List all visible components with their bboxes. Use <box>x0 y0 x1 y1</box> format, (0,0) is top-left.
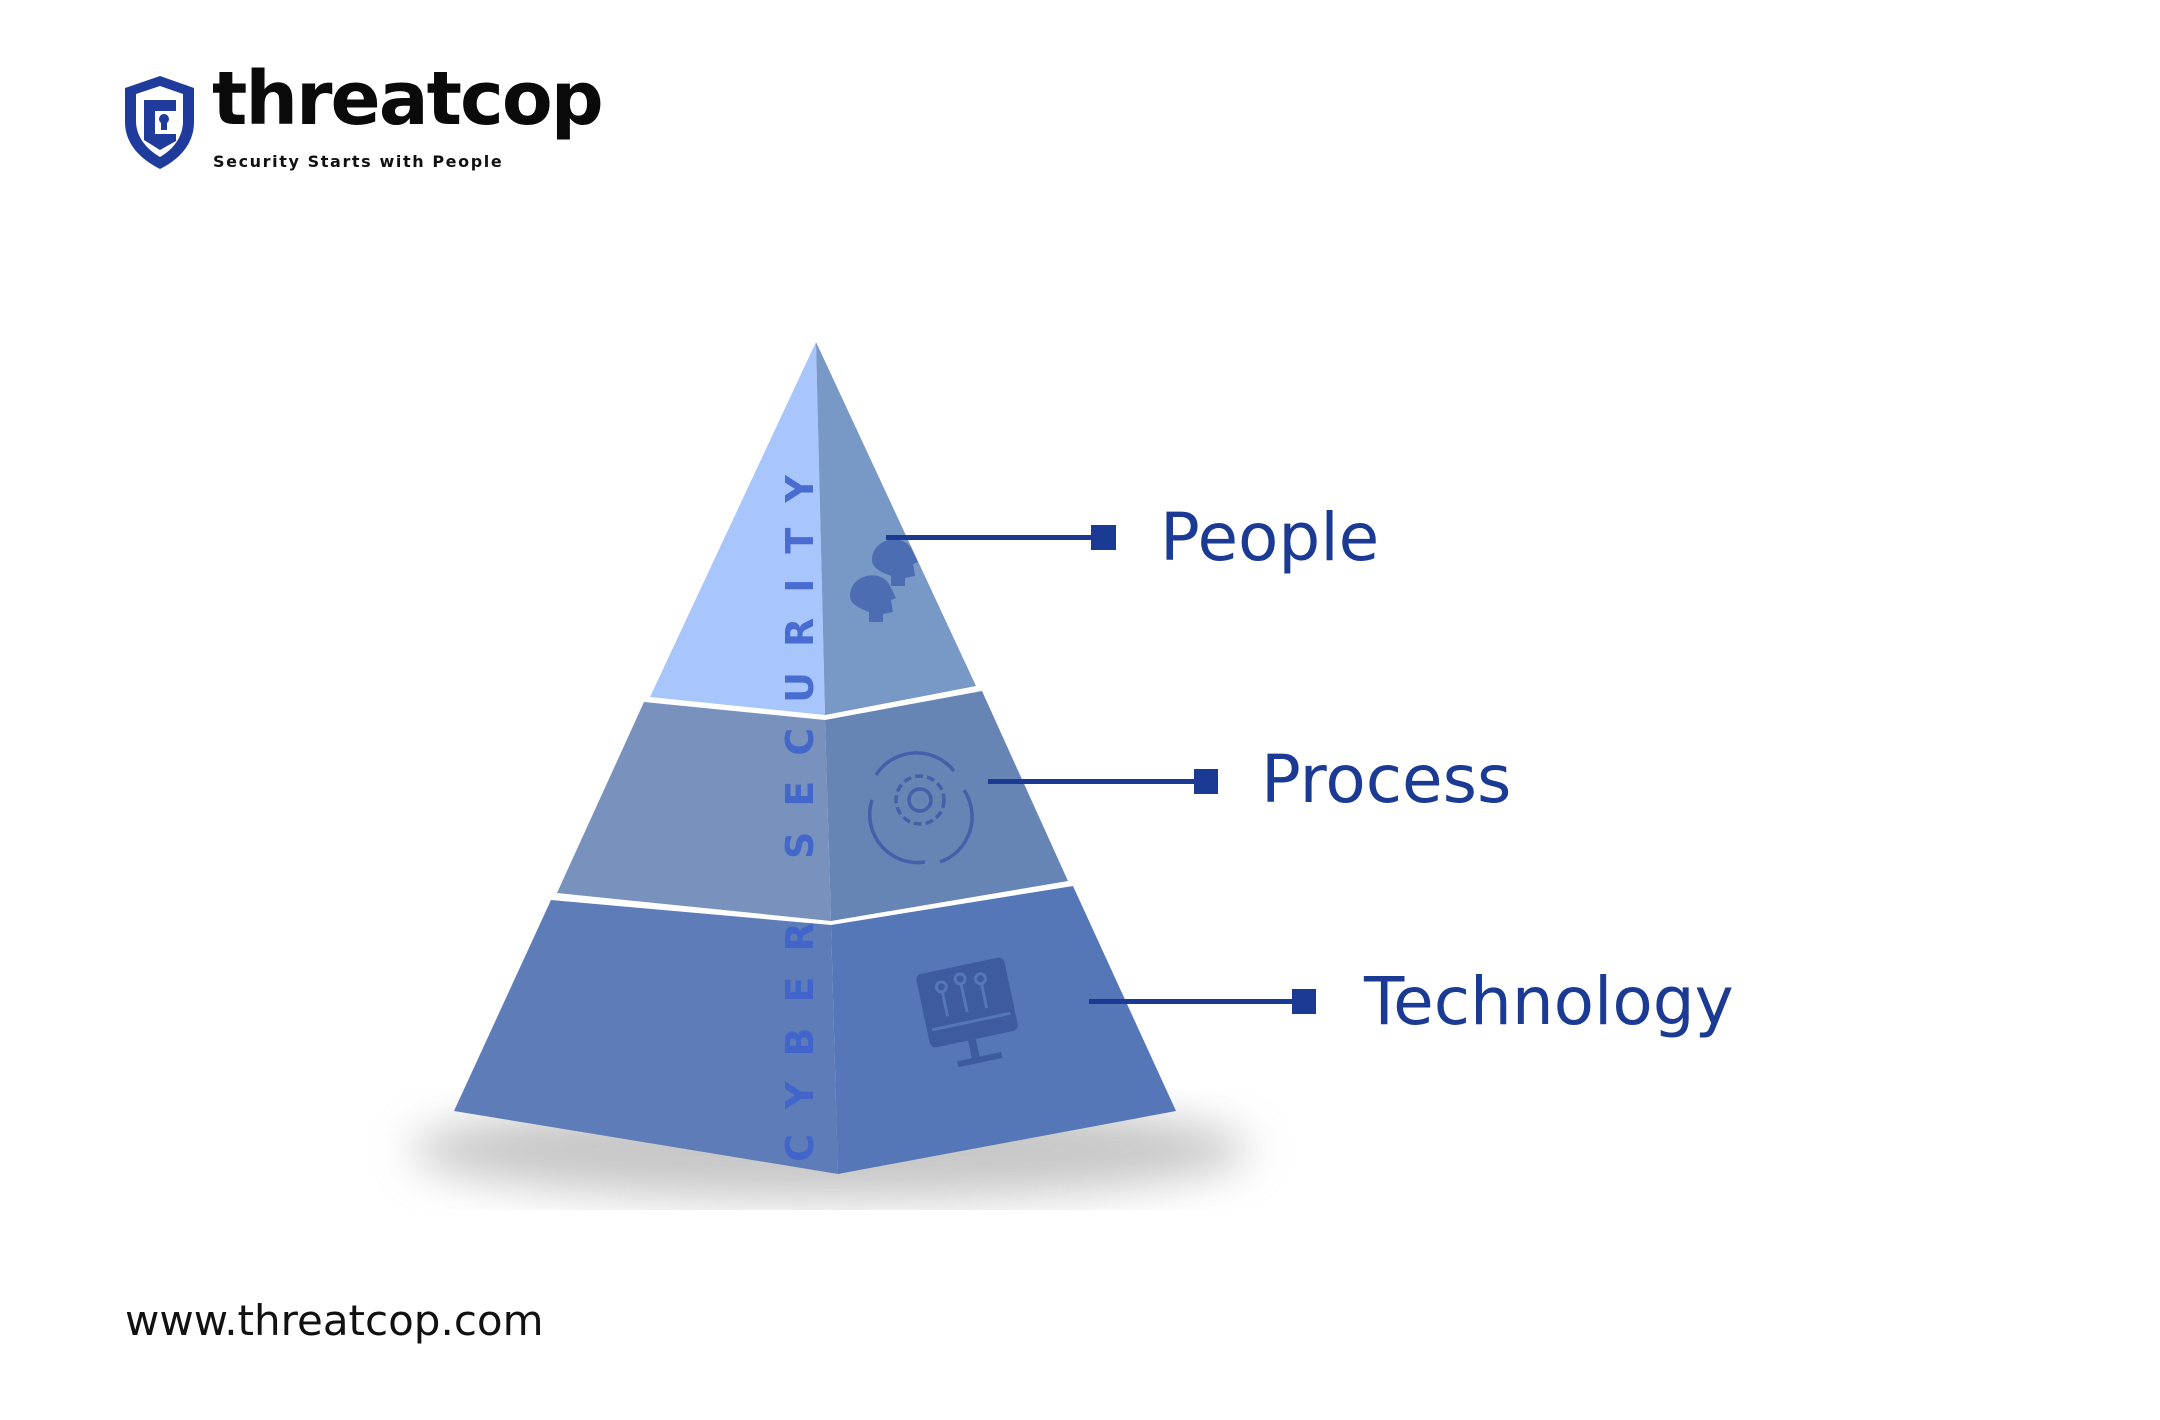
label-process: Process <box>1261 741 1512 818</box>
brand-tagline: Security Starts with People <box>213 152 504 171</box>
brand-name: threatcop <box>212 56 604 142</box>
gear-cycle-icon <box>868 751 974 865</box>
monitor-circuit-icon <box>916 957 1018 1068</box>
label-technology: Technology <box>1364 963 1734 1040</box>
connector-process <box>988 769 1218 794</box>
label-people: People <box>1160 499 1380 576</box>
website-url: www.threatcop.com <box>125 1296 544 1345</box>
people-heads-icon <box>850 539 918 622</box>
tier-people <box>650 342 976 715</box>
connector-people <box>886 525 1116 550</box>
threatcop-shield-logo <box>125 76 194 169</box>
tier-process <box>557 691 1068 921</box>
cyber-security-vertical-text: CYBER SECURITY <box>778 450 822 1162</box>
connector-technology <box>1089 989 1316 1014</box>
